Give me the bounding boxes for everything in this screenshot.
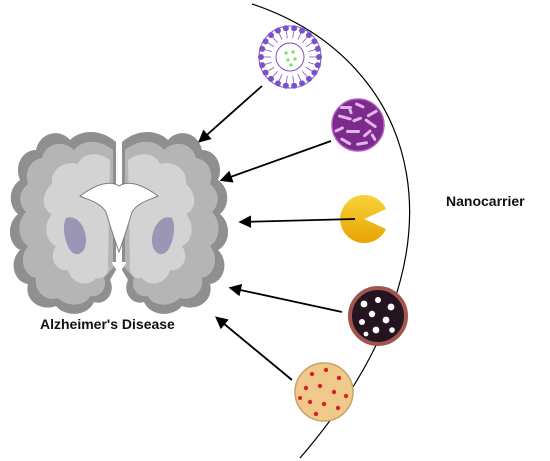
brain-coronal-section	[9, 132, 229, 314]
lateral-ventricles	[79, 182, 159, 254]
left-basal-ganglia	[63, 217, 86, 255]
right-white-matter	[128, 154, 195, 284]
nanocarrier-label: Nanocarrier	[446, 193, 525, 209]
arrow-solid-lipid-to-brain	[238, 215, 356, 229]
arrow-mesoporous-to-brain	[228, 283, 343, 313]
disease-label: Alzheimer's Disease	[40, 316, 175, 332]
arrow-dendrimer-to-brain	[219, 140, 332, 183]
arrow-polymeric-to-brain	[215, 316, 293, 381]
carrier-sector-arc	[251, 3, 411, 459]
polymeric-nanoparticle-icon	[294, 362, 354, 422]
dendrimer-icon	[331, 98, 385, 152]
arrow-liposome-to-brain	[198, 85, 263, 143]
third-ventricle	[112, 262, 126, 270]
right-basal-ganglia	[152, 217, 175, 255]
liposome-icon	[258, 25, 322, 89]
solid-lipid-nanoparticle-icon	[340, 195, 386, 243]
left-white-matter	[43, 154, 110, 284]
mesoporous-nanoparticle-icon	[348, 286, 408, 346]
